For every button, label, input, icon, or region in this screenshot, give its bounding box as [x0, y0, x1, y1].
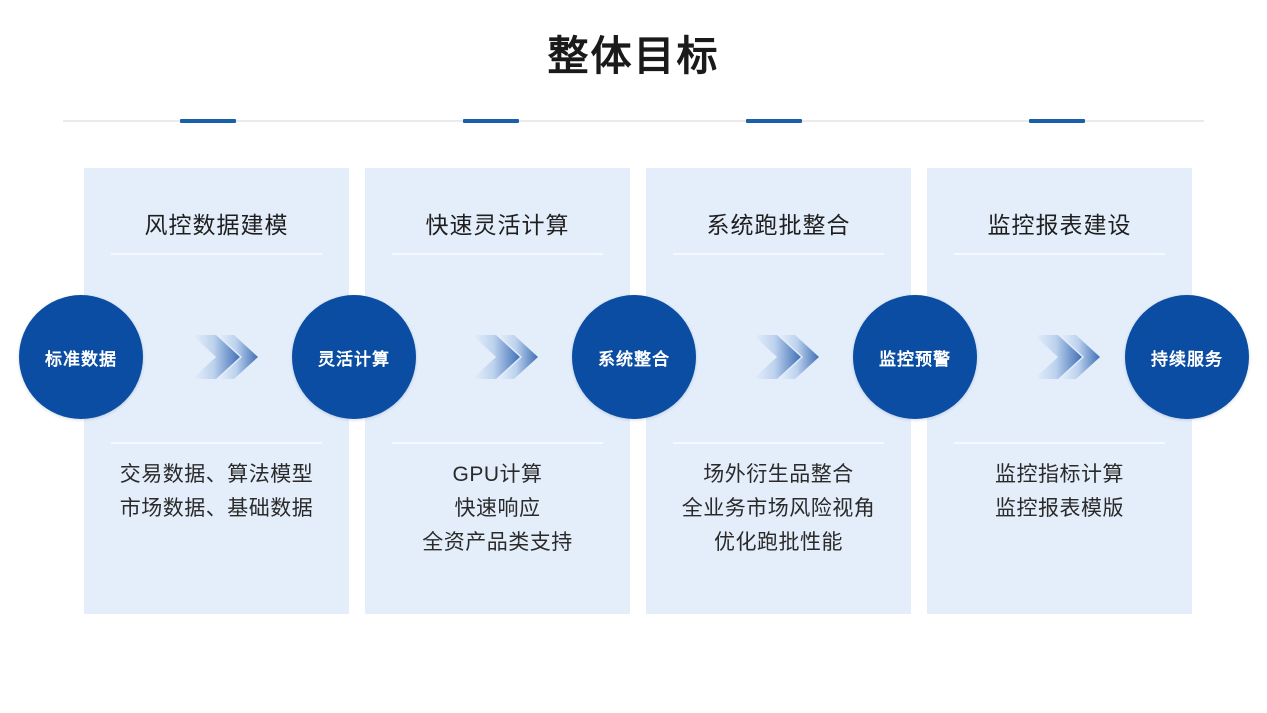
page-title: 整体目标: [547, 33, 720, 79]
flow-node-label: 监控预警: [879, 349, 951, 369]
card-body-line: GPU计算: [452, 463, 543, 486]
card-divider-top: [954, 253, 1165, 255]
double-chevron-right-arrow-icon: [190, 323, 260, 391]
header-tick-4: [1029, 119, 1085, 123]
card-divider-bottom: [954, 442, 1165, 444]
card-title: 风控数据建模: [144, 212, 289, 238]
card-divider-bottom: [673, 442, 884, 444]
double-chevron-right-arrow-icon: [751, 323, 821, 391]
double-chevron-right-arrow-icon: [1032, 323, 1102, 391]
card-body-line: 全资产品类支持: [422, 531, 573, 554]
flow-node-standard-data[interactable]: 标准数据: [19, 295, 143, 419]
card-divider-top: [111, 253, 322, 255]
card-body-line: 交易数据、算法模型: [119, 463, 314, 486]
card-title: 监控报表建设: [987, 212, 1132, 238]
header-divider: [63, 119, 1204, 123]
flow-node-label: 灵活计算: [318, 349, 390, 369]
process-flow: 标准数据 灵活计算: [0, 295, 1267, 420]
header-tick-1: [180, 119, 236, 123]
header-tick-2: [463, 119, 519, 123]
flow-node-continuous-service[interactable]: 持续服务: [1125, 295, 1249, 419]
flow-node-label: 标准数据: [45, 349, 117, 369]
card-body: 监控指标计算 监控报表模版: [933, 458, 1186, 526]
card-title: 快速灵活计算: [425, 212, 570, 238]
flow-node-label: 系统整合: [598, 349, 670, 369]
card-body: 交易数据、算法模型 市场数据、基础数据: [90, 458, 343, 526]
card-body-line: 监控指标计算: [995, 463, 1124, 486]
card-divider-top: [392, 253, 603, 255]
card-body-line: 优化跑批性能: [714, 531, 843, 554]
flow-node-flexible-compute[interactable]: 灵活计算: [292, 295, 416, 419]
card-divider-top: [673, 253, 884, 255]
double-chevron-right-arrow-icon: [470, 323, 540, 391]
flow-node-system-integration[interactable]: 系统整合: [572, 295, 696, 419]
card-monitoring-report-build[interactable]: 监控报表建设 监控指标计算 监控报表模版: [927, 168, 1192, 614]
card-divider-bottom: [392, 442, 603, 444]
header-tick-3: [746, 119, 802, 123]
card-body-line: 全业务市场风险视角: [681, 497, 876, 520]
card-body-line: 快速响应: [454, 497, 541, 520]
card-body-line: 市场数据、基础数据: [119, 497, 314, 520]
card-body: 场外衍生品整合 全业务市场风险视角 优化跑批性能: [652, 458, 905, 560]
card-body-line: 监控报表模版: [995, 497, 1124, 520]
card-title: 系统跑批整合: [706, 212, 851, 238]
flow-node-label: 持续服务: [1151, 349, 1223, 369]
card-body-line: 场外衍生品整合: [703, 463, 854, 486]
flow-node-monitoring-alert[interactable]: 监控预警: [853, 295, 977, 419]
card-divider-bottom: [111, 442, 322, 444]
card-body: GPU计算 快速响应 全资产品类支持: [371, 458, 624, 560]
